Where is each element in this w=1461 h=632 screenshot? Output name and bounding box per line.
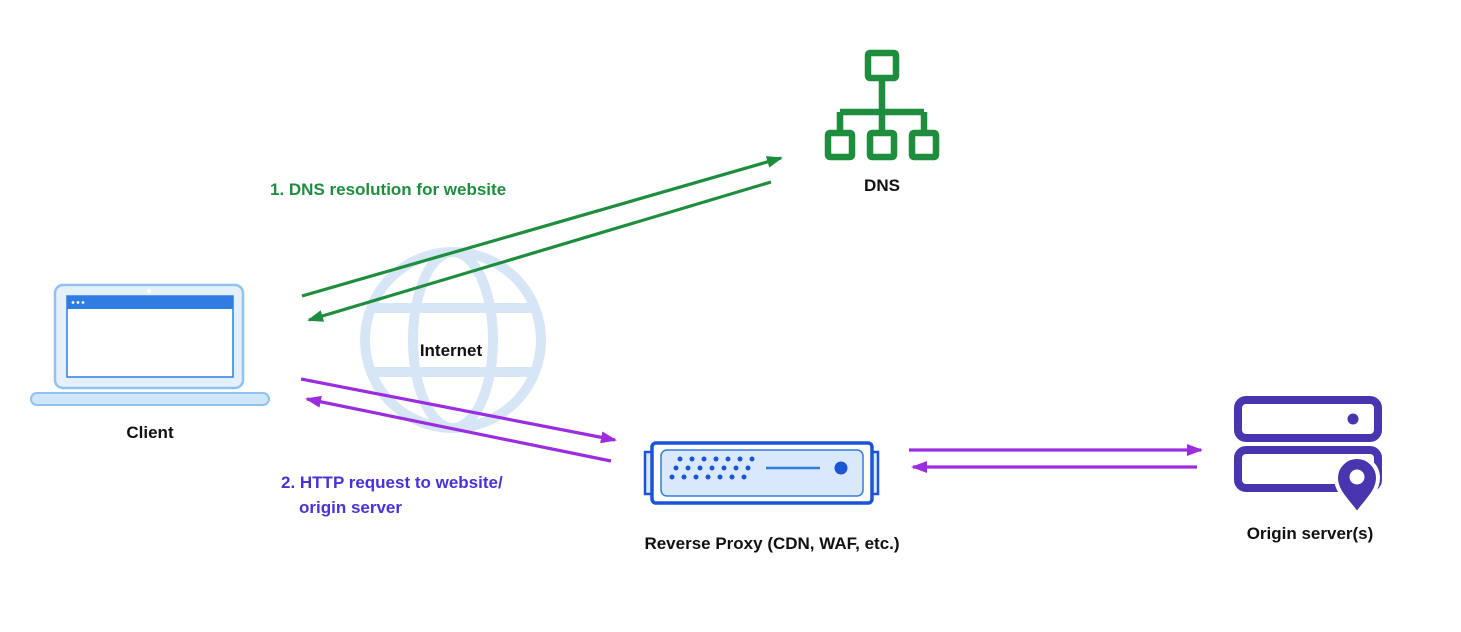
reverse-proxy-icon <box>643 441 880 505</box>
arrow-http-response <box>305 395 612 463</box>
annotation-http-request-line2: origin server <box>299 498 402 517</box>
origin-server-icon <box>1234 396 1382 518</box>
arrow-dns-request <box>301 156 783 298</box>
origin-server-label: Origin server(s) <box>1246 524 1374 543</box>
reverse-proxy-label: Reverse Proxy (CDN, WAF, etc.) <box>644 534 900 553</box>
client-laptop-icon <box>30 283 270 406</box>
client-label: Client <box>126 423 174 442</box>
arrow-dns-response <box>307 180 772 322</box>
dns-label: DNS <box>864 176 900 195</box>
proxy-dot-matrix <box>669 456 755 480</box>
annotation-http-request: 2. HTTP request to website/ origin serve… <box>281 470 503 520</box>
location-pin-icon <box>1333 455 1381 518</box>
annotation-dns-resolution: 1. DNS resolution for website <box>270 180 507 199</box>
dns-icon <box>824 49 940 161</box>
annotation-http-request-line1: 2. HTTP request to website/ <box>281 473 503 492</box>
arrow-http-request <box>300 377 617 444</box>
internet-label: Internet <box>419 341 483 360</box>
